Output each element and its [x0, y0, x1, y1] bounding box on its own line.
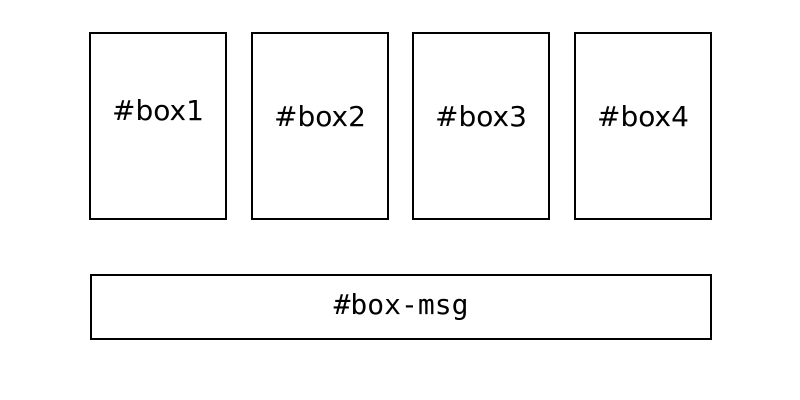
box-3-label: #box3 — [435, 100, 527, 133]
message-box-label: #box-msg — [333, 288, 469, 321]
box-2-label: #box2 — [274, 100, 366, 133]
message-box: #box-msg — [90, 274, 712, 340]
box-4-label: #box4 — [597, 100, 689, 133]
box-1-label: #box1 — [112, 94, 204, 127]
box-4: #box4 — [574, 32, 712, 220]
box-2: #box2 — [251, 32, 389, 220]
box-3: #box3 — [412, 32, 550, 220]
box-1: #box1 — [89, 32, 227, 220]
